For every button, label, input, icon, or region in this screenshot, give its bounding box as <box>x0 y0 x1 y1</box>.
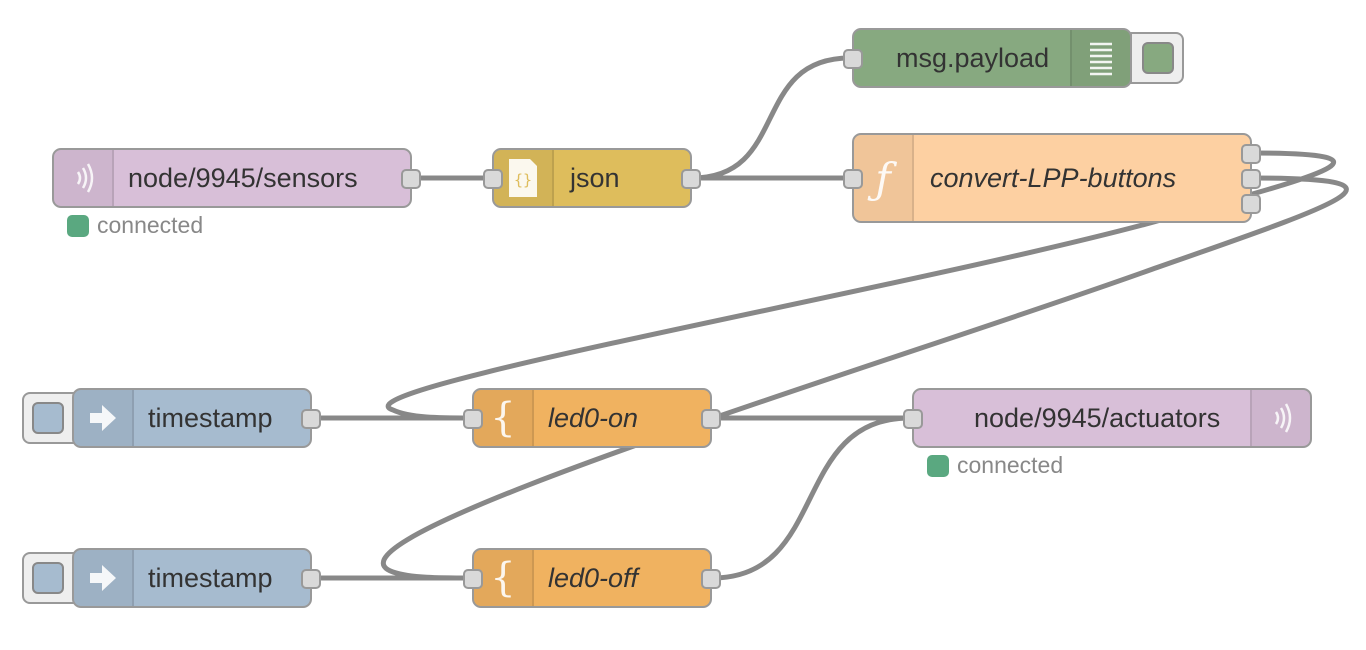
inject-arrow-icon <box>74 550 134 606</box>
mqtt-icon <box>54 150 114 206</box>
template-on-input-port[interactable] <box>463 409 483 429</box>
mqtt-in-label: node/9945/sensors <box>128 162 358 193</box>
inject-trigger-button-2[interactable] <box>22 552 78 604</box>
debug-toggle-button[interactable] <box>1130 32 1184 84</box>
mqtt-in-status-text: connected <box>97 212 204 238</box>
mqtt-in-node[interactable]: node/9945/sensors <box>52 148 421 208</box>
json-icon: {} <box>494 150 554 206</box>
status-connected-dot <box>927 454 949 477</box>
inject-trigger-indicator-2 <box>32 562 64 594</box>
json-node[interactable]: {} json <box>483 148 701 208</box>
mqtt-out-label: node/9945/actuators <box>974 402 1221 433</box>
json-input-port[interactable] <box>483 169 503 189</box>
function-icon: ƒ <box>854 135 914 221</box>
function-node[interactable]: ƒ convert-LPP-buttons <box>843 133 1261 223</box>
inject-output-port-1[interactable] <box>301 409 321 429</box>
mqtt-out-status: connected <box>927 452 1063 479</box>
inject-label-2: timestamp <box>148 562 273 593</box>
json-output-port[interactable] <box>681 169 701 189</box>
function-output-port-3[interactable] <box>1241 194 1261 214</box>
function-output-port-1[interactable] <box>1241 144 1261 164</box>
inject-node-1[interactable]: timestamp <box>72 388 321 448</box>
wire-json-to-debug <box>689 55 853 181</box>
template-on-label: led0-on <box>548 402 639 433</box>
template-on-output-port[interactable] <box>701 409 721 429</box>
function-label: convert-LPP-buttons <box>930 162 1177 193</box>
status-connected-dot <box>67 214 89 237</box>
inject-trigger-indicator-1 <box>32 402 64 434</box>
json-label: json <box>570 162 620 193</box>
template-off-node[interactable]: { led0-off <box>463 548 721 608</box>
template-off-label: led0-off <box>548 562 639 593</box>
inject-output-port-2[interactable] <box>301 569 321 589</box>
mqtt-in-status: connected <box>67 212 203 239</box>
template-brace-icon: { <box>474 390 534 446</box>
inject-label-1: timestamp <box>148 402 273 433</box>
template-on-node[interactable]: { led0-on <box>463 388 721 448</box>
mqtt-out-node[interactable]: node/9945/actuators <box>903 388 1312 448</box>
debug-input-port[interactable] <box>843 49 863 69</box>
inject-trigger-button-1[interactable] <box>22 392 78 444</box>
function-output-port-2[interactable] <box>1241 169 1261 189</box>
function-input-port[interactable] <box>843 169 863 189</box>
mqtt-in-output-port[interactable] <box>401 169 421 189</box>
mqtt-out-status-text: connected <box>957 452 1064 478</box>
debug-list-icon <box>1070 30 1130 86</box>
debug-label: msg.payload <box>896 42 1050 73</box>
template-brace-icon: { <box>474 550 534 606</box>
template-off-output-port[interactable] <box>701 569 721 589</box>
inject-arrow-icon <box>74 390 134 446</box>
wire-function-to-led0-off <box>380 175 1349 581</box>
wire-led0-off-to-actuators <box>709 415 913 581</box>
svg-text:{}: {} <box>514 171 532 189</box>
mqtt-out-input-port[interactable] <box>903 409 923 429</box>
debug-toggle-indicator <box>1142 42 1174 74</box>
wire-function-to-led0-on <box>385 150 1336 421</box>
inject-node-2[interactable]: timestamp <box>72 548 321 608</box>
template-off-input-port[interactable] <box>463 569 483 589</box>
debug-node[interactable]: msg.payload <box>843 28 1132 88</box>
mqtt-icon <box>1250 390 1310 446</box>
